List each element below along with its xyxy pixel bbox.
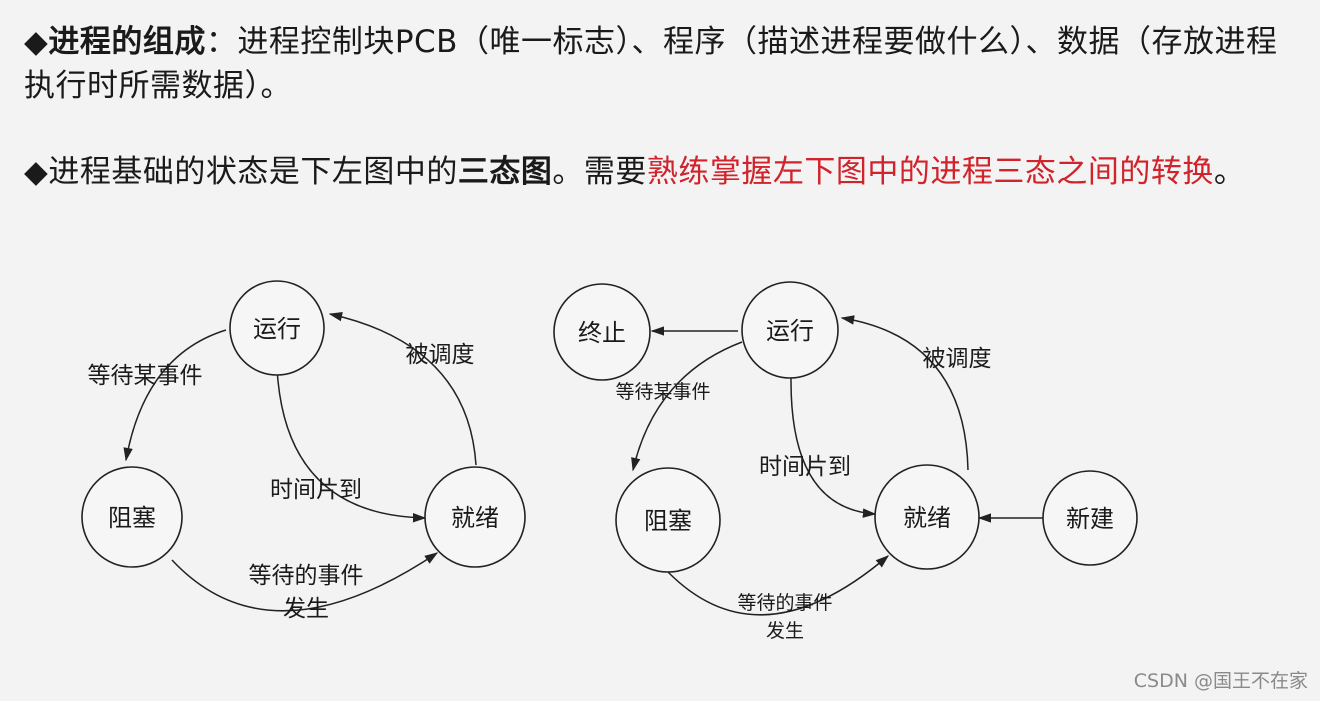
paragraph-process-states: ◆进程基础的状态是下左图中的三态图。需要熟练掌握左下图中的进程三态之间的转换。	[24, 150, 1294, 194]
svg-text:终止: 终止	[578, 319, 626, 347]
states-need: 。需要	[552, 154, 647, 190]
label-event-occurs-line2: 发生	[766, 620, 804, 642]
label-event-occurs-line2: 发生	[283, 596, 329, 622]
five-state-diagram: 终止 运行 阻塞 就绪 新建 等待某事件 被调度 时间片到 等待的事件 发生	[553, 281, 1138, 642]
label-time-slice: 时间片到	[759, 454, 851, 480]
states-intro: 进程基础的状态是下左图中的	[48, 154, 458, 190]
svg-text:新建: 新建	[1066, 505, 1114, 533]
csdn-watermark: CSDN @国王不在家	[1133, 670, 1308, 692]
node-ready: 就绪	[874, 464, 980, 570]
edge-running-to-ready	[790, 377, 877, 518]
node-terminated: 终止	[553, 283, 651, 381]
term-process-composition: 进程的组成	[48, 24, 206, 60]
label-event-occurs-line1: 等待的事件	[737, 592, 832, 614]
states-end: 。	[1213, 154, 1246, 190]
svg-text:阻塞: 阻塞	[108, 504, 156, 532]
label-wait-event: 等待某事件	[88, 363, 203, 389]
node-blocked: 阻塞	[615, 467, 721, 573]
label-time-slice: 时间片到	[270, 477, 362, 503]
node-running: 运行	[229, 280, 325, 376]
svg-text:运行: 运行	[766, 317, 814, 345]
edge-running-to-blocked	[123, 329, 227, 462]
label-scheduled: 被调度	[923, 346, 992, 372]
edge-running-to-blocked	[631, 341, 743, 472]
label-scheduled: 被调度	[406, 342, 475, 368]
three-state-diagram: 运行 阻塞 就绪 等待某事件 被调度 时间片到 等待的事件 发生	[81, 280, 526, 622]
bullet-diamond-icon: ◆	[24, 24, 49, 60]
states-highlight: 熟练掌握左下图中的进程三态之间的转换	[646, 154, 1214, 190]
edge-blocked-to-ready	[171, 552, 439, 612]
bullet-diamond-icon: ◆	[24, 154, 49, 190]
label-event-occurs-line1: 等待的事件	[249, 563, 364, 589]
node-running: 运行	[741, 281, 839, 379]
svg-text:就绪: 就绪	[903, 504, 951, 532]
edge-ready-to-running	[840, 315, 969, 471]
node-blocked: 阻塞	[81, 466, 183, 568]
edge-blocked-to-ready	[667, 555, 890, 616]
composition-description: ：进程控制块PCB（唯一标志）、程序（描述进程要做什么）、数据（存放进程执行时所…	[24, 24, 1278, 104]
edge-running-to-ready	[276, 367, 427, 523]
term-three-state-diagram: 三态图	[457, 154, 553, 190]
svg-text:就绪: 就绪	[451, 504, 499, 532]
paragraph-process-composition: ◆进程的组成：进程控制块PCB（唯一标志）、程序（描述进程要做什么）、数据（存放…	[24, 20, 1294, 108]
edge-ready-to-running	[328, 312, 477, 466]
node-ready: 就绪	[424, 466, 526, 568]
svg-text:阻塞: 阻塞	[644, 507, 692, 535]
svg-text:运行: 运行	[253, 315, 301, 343]
node-new: 新建	[1042, 470, 1138, 566]
label-wait-event: 等待某事件	[615, 381, 710, 403]
